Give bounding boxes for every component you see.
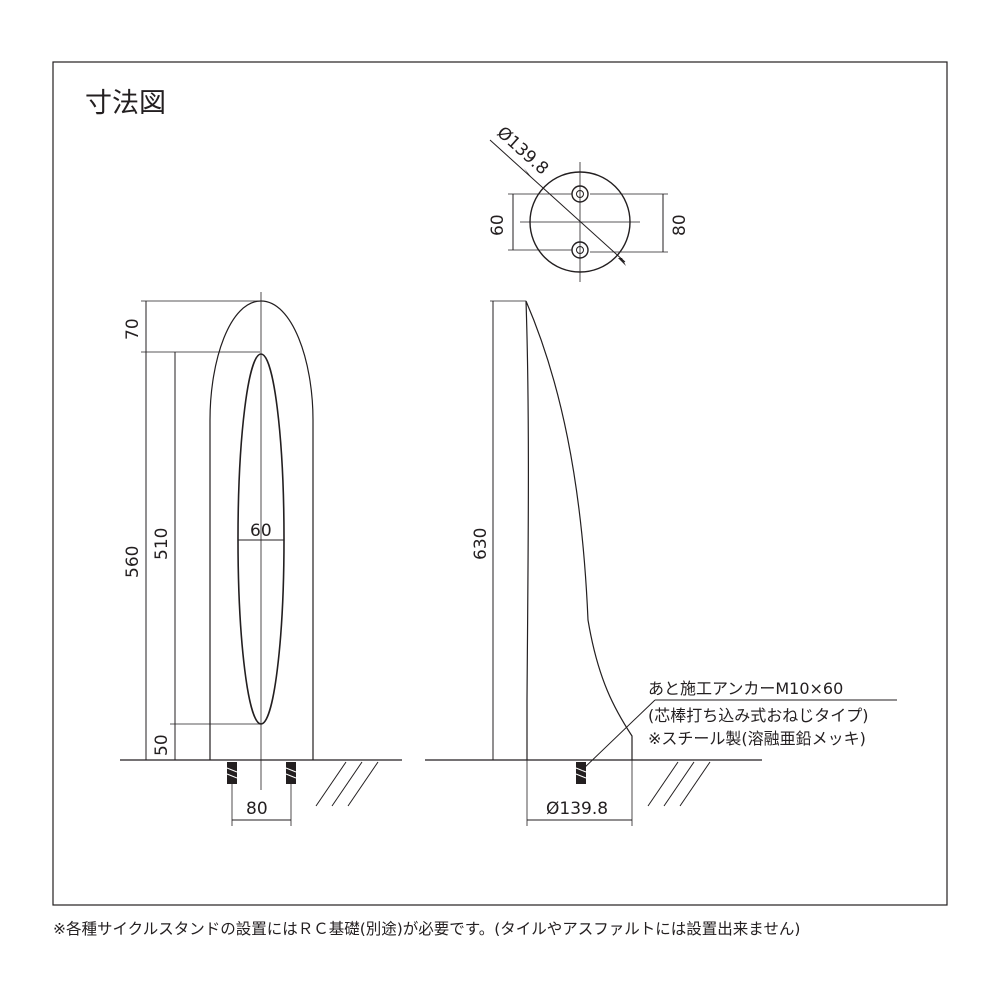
drawing-frame (52, 61, 948, 906)
diameter-leader-line (489, 139, 626, 263)
front-dim-60-label: 60 (250, 521, 272, 541)
front-view: 60 70 560 510 50 80 (120, 292, 402, 826)
front-dim-80-label: 80 (246, 799, 268, 819)
anchor-note-line3: ※スチール製(溶融亜鉛メッキ) (648, 729, 866, 748)
drawing-title: 寸法図 (85, 88, 166, 119)
front-dim-50-label: 50 (152, 734, 172, 756)
side-anchor (575, 762, 587, 784)
front-dim-560-label: 560 (123, 546, 143, 578)
side-view: 630 Ø139.8 あと施工アンカーM10×60 (芯棒打ち込み式おねじタイプ… (425, 300, 897, 826)
top-dim-left-label: 60 (488, 214, 508, 236)
anchor-leader-line (581, 699, 656, 771)
front-dim-510-label: 510 (152, 528, 172, 560)
anchor-note-line1: あと施工アンカーM10×60 (648, 679, 843, 698)
front-anchor-right (285, 762, 297, 784)
side-dim-base-label: Ø139.8 (546, 799, 608, 819)
anchor-note-line2: (芯棒打ち込み式おねじタイプ) (648, 706, 869, 725)
top-view: Ø139.8 60 80 (488, 123, 690, 282)
front-dim-70-label: 70 (123, 318, 143, 340)
side-profile (525, 300, 633, 760)
footer-note: ※各種サイクルスタンドの設置にはＲＣ基礎(別途)が必要です。(タイルやアスファル… (53, 920, 800, 938)
front-anchor-left (226, 762, 238, 784)
side-dim-630-label: 630 (471, 528, 491, 560)
top-dim-right-label: 80 (670, 214, 690, 236)
